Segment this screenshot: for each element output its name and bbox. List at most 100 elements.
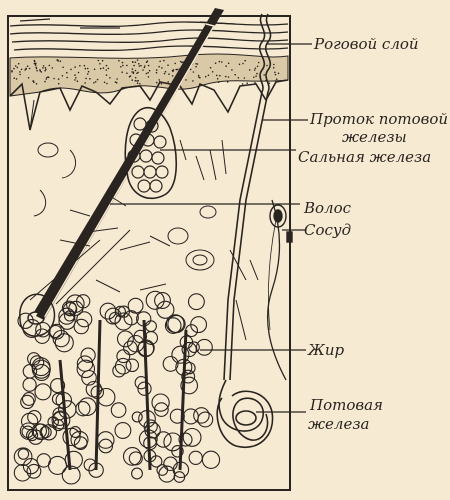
- sebaceous-cell: [134, 118, 146, 130]
- granule-dot: [84, 82, 86, 84]
- granule-dot: [28, 77, 30, 79]
- granule-dot: [244, 60, 246, 62]
- adipose-tissue: [14, 291, 219, 484]
- granule-dot: [156, 72, 158, 74]
- granule-dot: [274, 72, 276, 74]
- granule-dot: [149, 70, 151, 72]
- granule-dot: [109, 77, 111, 79]
- granule-dot: [102, 60, 104, 62]
- granule-dot: [14, 77, 16, 79]
- granule-dot: [253, 77, 255, 79]
- label-sweat-gland-line1: Потовая: [309, 396, 383, 414]
- granule-dot: [62, 75, 64, 77]
- granule-dot: [148, 65, 150, 67]
- fat-cell: [28, 411, 41, 424]
- granule-dot: [163, 60, 165, 62]
- granule-dot: [172, 71, 174, 73]
- granule-dot: [256, 73, 258, 75]
- granule-dot: [29, 68, 31, 70]
- granule-dot: [13, 68, 15, 70]
- granule-dot: [228, 63, 230, 65]
- sebaceous-cell: [132, 166, 144, 178]
- granule-dot: [198, 76, 200, 78]
- granule-dot: [89, 78, 91, 80]
- granule-dot: [167, 64, 169, 66]
- granule-dot: [133, 65, 135, 67]
- fat-cell: [198, 412, 213, 427]
- granule-dot: [254, 69, 256, 71]
- granule-dot: [45, 69, 47, 71]
- granule-dot: [208, 75, 210, 77]
- granule-dot: [275, 74, 277, 76]
- granule-dot: [221, 61, 223, 63]
- sebaceous-cell: [144, 166, 156, 178]
- granule-dot: [139, 65, 141, 67]
- granule-dot: [74, 66, 76, 68]
- granule-dot: [70, 69, 72, 71]
- granule-dot: [228, 76, 230, 78]
- granule-dot: [239, 64, 241, 66]
- granule-dot: [258, 62, 260, 64]
- label-sweat-duct-line1: Проток потовой: [309, 110, 448, 128]
- granule-dot: [46, 78, 48, 80]
- granule-dot: [263, 74, 265, 76]
- granule-dot: [168, 73, 170, 75]
- granule-dot: [35, 64, 37, 66]
- granule-dot: [36, 83, 38, 85]
- granule-dot: [180, 61, 182, 63]
- granule-dot: [42, 67, 44, 69]
- sebaceous-cell: [140, 150, 152, 162]
- granule-dot: [255, 68, 257, 70]
- granule-dot: [87, 73, 89, 75]
- granule-dot: [216, 75, 218, 77]
- fat-cell: [124, 448, 142, 466]
- granule-dot: [137, 80, 139, 82]
- granule-dot: [94, 69, 96, 71]
- granule-dot: [74, 74, 76, 76]
- fat-cell: [18, 449, 28, 459]
- granule-dot: [100, 68, 102, 70]
- stratum-corneum-layer: [10, 19, 288, 50]
- fat-cell: [100, 303, 116, 319]
- granule-dot: [40, 70, 42, 72]
- granule-dot: [165, 71, 167, 73]
- fat-cell: [55, 334, 73, 352]
- fat-cell: [132, 468, 143, 479]
- fat-cell: [59, 401, 76, 418]
- granule-dot: [164, 73, 166, 75]
- granule-dot: [195, 63, 197, 65]
- granule-dot: [34, 61, 36, 63]
- granule-dot: [122, 62, 124, 64]
- granule-dot: [21, 69, 23, 71]
- granule-dot: [19, 74, 21, 76]
- granule-dot: [148, 76, 150, 78]
- granule-dot: [242, 63, 244, 65]
- granule-dot: [49, 65, 51, 67]
- granule-dot: [74, 79, 76, 81]
- granule-dot: [53, 78, 55, 80]
- granule-dot: [106, 69, 108, 71]
- granule-dot: [197, 63, 199, 65]
- granule-dot: [142, 69, 144, 71]
- fat-cell: [50, 326, 62, 338]
- fat-cell: [76, 402, 90, 416]
- granule-dot: [104, 82, 106, 84]
- granule-dot: [35, 63, 37, 65]
- granule-dot: [140, 65, 142, 67]
- fat-cell: [84, 459, 96, 471]
- fat-cell: [124, 341, 138, 355]
- fat-cell: [77, 356, 92, 371]
- sebaceous-cell: [150, 180, 162, 192]
- granule-dot: [193, 71, 195, 73]
- granule-dot: [57, 59, 59, 61]
- granule-dot: [98, 60, 100, 62]
- granule-dot: [34, 63, 36, 65]
- granule-dot: [225, 65, 227, 67]
- granule-dot: [175, 69, 177, 71]
- granule-dot: [84, 65, 86, 67]
- granule-dot: [242, 83, 244, 85]
- granule-dot: [79, 65, 81, 67]
- fat-cell: [156, 432, 171, 447]
- granule-dot: [161, 83, 163, 85]
